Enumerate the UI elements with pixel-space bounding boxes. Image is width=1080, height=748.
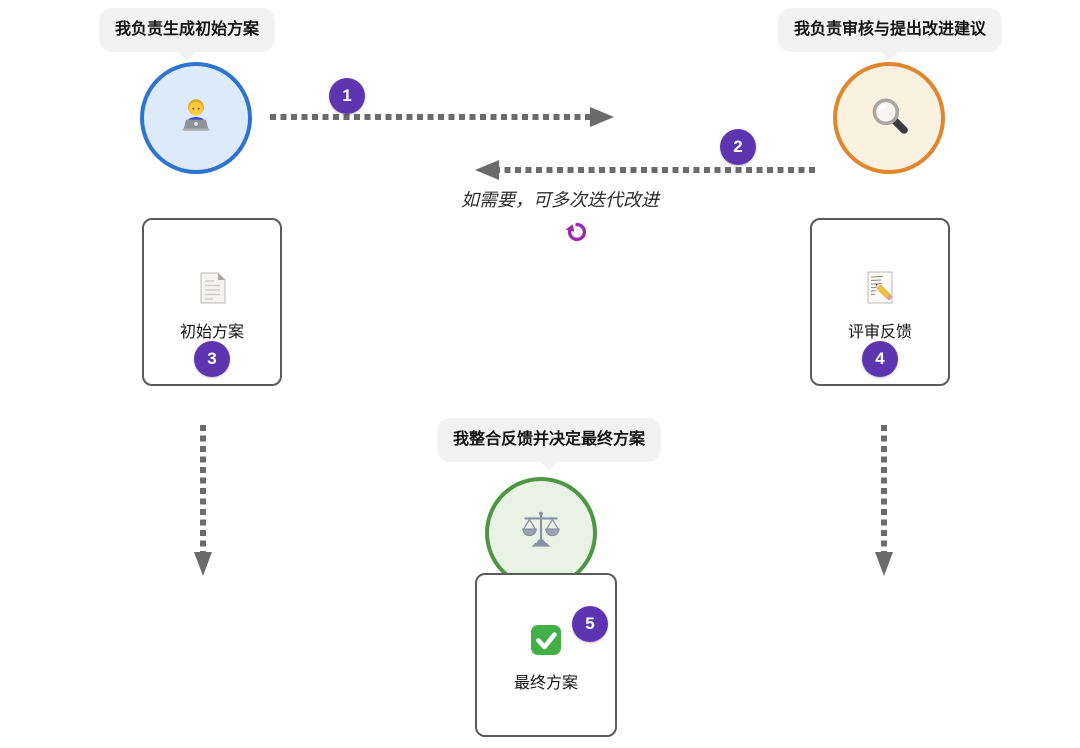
- step-badge-3: 3: [194, 341, 230, 377]
- step-number-4: 4: [875, 349, 885, 368]
- integrator-avatar: [485, 477, 597, 589]
- step-number-2: 2: [733, 137, 743, 156]
- artifact-label-review: 评审反馈: [847, 324, 912, 341]
- counterclockwise-refresh-icon: [565, 220, 589, 249]
- integrator-bubble-text: 我整合反馈并决定最终方案: [453, 431, 646, 448]
- author-speech-bubble: 我负责生成初始方案: [99, 8, 276, 52]
- step-badge-4: 4: [862, 341, 898, 377]
- iteration-note: 如需要，可多次迭代改进: [445, 186, 675, 212]
- page-with-curl-icon: [192, 268, 232, 313]
- check-mark-icon: [527, 621, 565, 664]
- reviewer-speech-bubble: 我负责审核与提出改进建议: [778, 8, 1003, 52]
- memo-pencil-icon: [860, 268, 900, 313]
- step-number-3: 3: [207, 349, 217, 368]
- step-badge-1: 1: [329, 78, 365, 114]
- step-badge-5: 5: [572, 606, 608, 642]
- step-number-1: 1: [342, 86, 352, 105]
- flow-arrow-left: [475, 160, 815, 180]
- man-technologist-icon: [173, 93, 219, 144]
- flow-arrow-right: [270, 107, 614, 127]
- initial-down-arrow: [194, 425, 212, 576]
- author-avatar: [140, 62, 252, 174]
- author-bubble-text: 我负责生成初始方案: [115, 21, 260, 38]
- balance-scale-icon: [517, 507, 565, 560]
- artifact-card-review: 评审反馈 4: [810, 218, 950, 386]
- artifact-card-initial: 初始方案 3: [142, 218, 282, 386]
- reviewer-bubble-text: 我负责审核与提出改进建议: [794, 21, 987, 38]
- review-down-arrow: [875, 425, 893, 576]
- artifact-card-final: 5 最终方案: [475, 573, 617, 737]
- iteration-note-text: 如需要，可多次迭代改进: [461, 190, 659, 210]
- reviewer-avatar: [833, 62, 945, 174]
- magnifying-glass-icon: [866, 93, 912, 144]
- artifact-label-initial: 初始方案: [179, 324, 244, 341]
- step-number-5: 5: [585, 614, 595, 633]
- integrator-speech-bubble: 我整合反馈并决定最终方案: [437, 418, 662, 462]
- step-badge-2: 2: [720, 129, 756, 165]
- artifact-label-final: 最终方案: [513, 675, 578, 692]
